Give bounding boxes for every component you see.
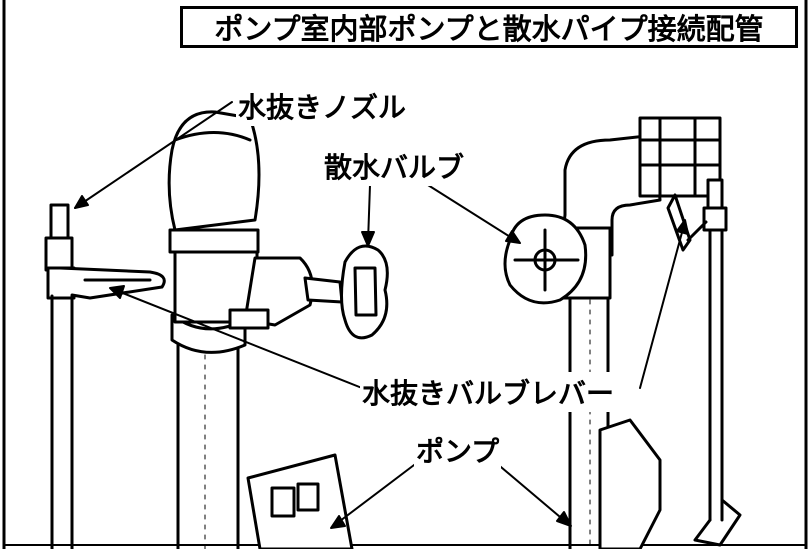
leader-sprinkler-valve-right xyxy=(419,179,516,241)
right-handwheel xyxy=(503,213,588,305)
leader-drain-lever-right-head xyxy=(676,219,689,235)
leader-lines xyxy=(74,101,689,529)
left-main-pipe xyxy=(170,313,247,549)
drain-nozzle-pipe xyxy=(44,203,76,549)
leader-pump-left-head xyxy=(330,515,346,529)
leader-pump-right xyxy=(494,461,567,523)
right-elbow xyxy=(558,133,662,257)
leader-sprinkler-valve-head xyxy=(361,231,375,247)
right-lower-box xyxy=(598,418,662,549)
leader-drain-lever-left-head xyxy=(109,285,125,299)
left-elbow xyxy=(167,110,261,324)
right-lever-arm xyxy=(666,193,708,252)
left-handwheel xyxy=(340,244,389,340)
diagram-title: ポンプ室内部ポンプと散水パイプ接続配管 xyxy=(214,12,764,46)
leader-drain-lever-right xyxy=(639,224,685,389)
label-sprinkler-valve: 散水バルブ xyxy=(322,146,467,186)
leader-pump-left xyxy=(335,461,419,525)
left-valve-body xyxy=(228,256,344,330)
leader-drain-nozzle xyxy=(74,101,233,209)
title-box: ポンプ室内部ポンプと散水パイプ接続配管 xyxy=(180,6,798,48)
label-drain-nozzle: 水抜きノズル xyxy=(236,86,409,126)
label-drain-valve-lever: 水抜きバルブレバー xyxy=(360,372,617,412)
right-drain-nozzle xyxy=(693,178,742,547)
label-pump: ポンプ xyxy=(414,430,502,470)
left-lower-box xyxy=(246,453,354,549)
leader-pump-right-head xyxy=(556,511,572,527)
leader-drain-nozzle-head xyxy=(74,195,89,209)
drain-valve-lever xyxy=(58,266,166,300)
leader-drain-lever-left xyxy=(114,289,363,389)
leader-sprinkler-valve-right-head xyxy=(505,230,521,244)
